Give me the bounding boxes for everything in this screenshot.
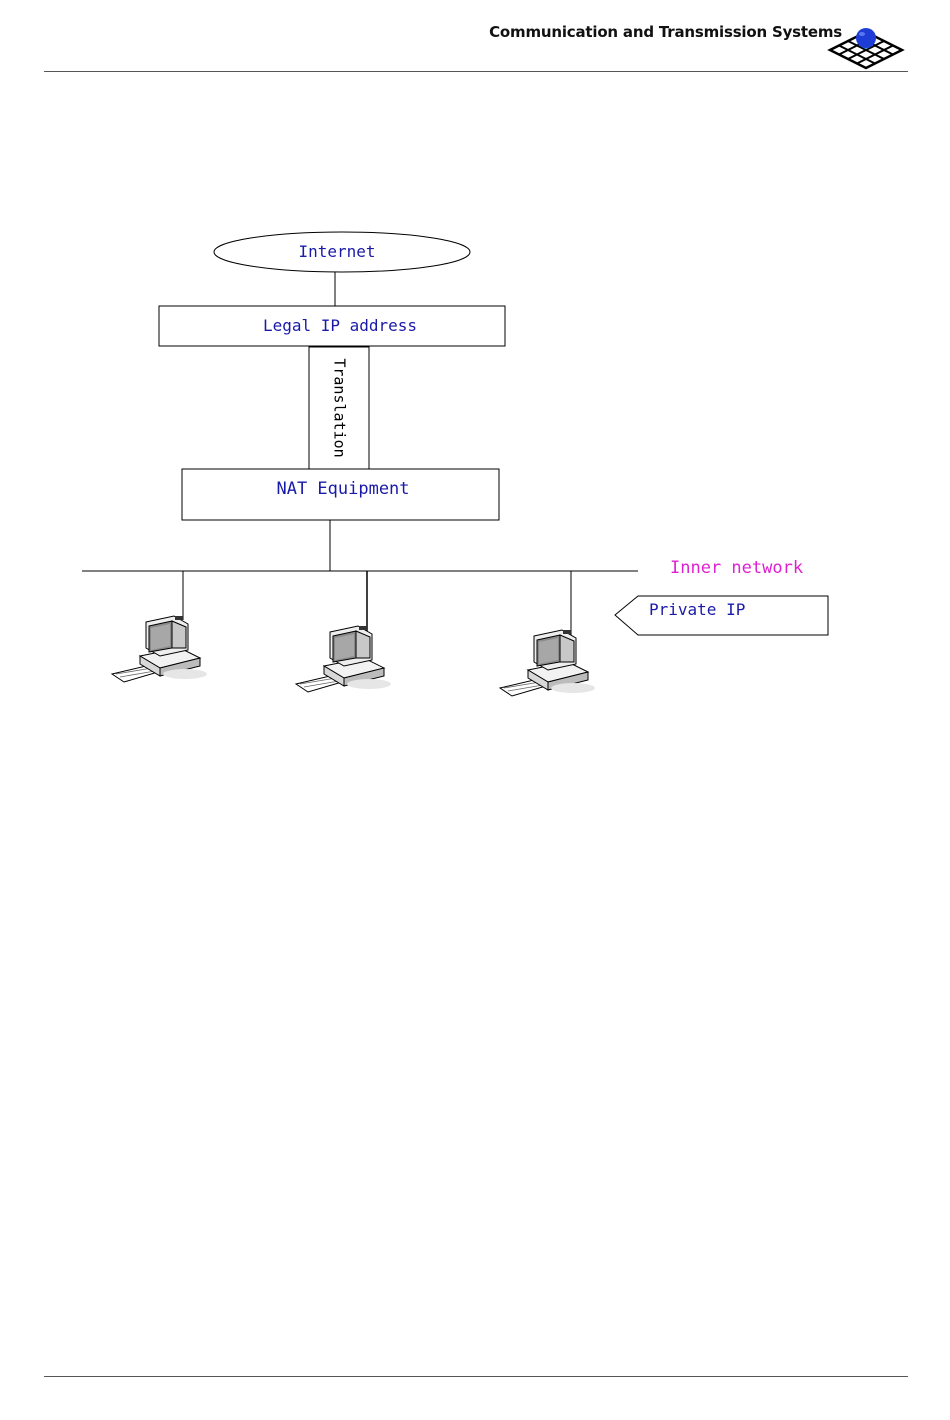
translation-label: Translation bbox=[331, 358, 349, 457]
computer-icon bbox=[500, 630, 595, 696]
internet-label: Internet bbox=[298, 242, 375, 261]
legal-ip-label: Legal IP address bbox=[263, 316, 417, 335]
computer-icon bbox=[296, 626, 391, 692]
private-ip-label: Private IP bbox=[649, 600, 745, 619]
inner-network-label: Inner network bbox=[670, 558, 803, 578]
nat-label: NAT Equipment bbox=[276, 479, 409, 499]
computer-icon bbox=[112, 616, 207, 682]
